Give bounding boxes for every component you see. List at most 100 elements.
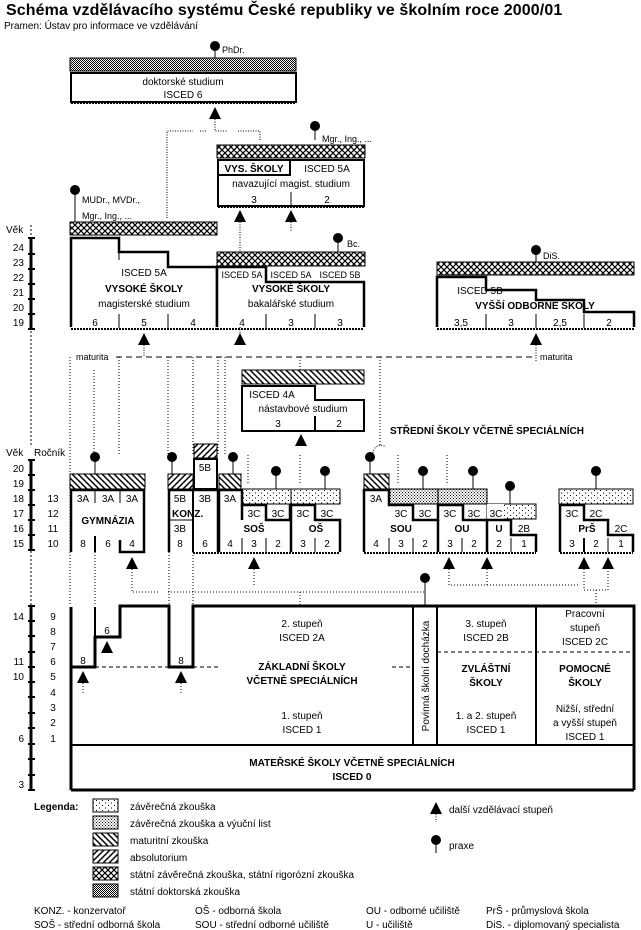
isced-code: 3C [490, 509, 503, 520]
school-name: VČETNĚ SPECIÁLNÍCH [246, 674, 357, 687]
master-study-block: MUDr., MVDr., Mgr., Ing., ... ISCED 5A V… [69, 185, 219, 345]
konzervator-block: 5B 5B 3B KONZ. 3B 8 6 [167, 443, 220, 552]
next-stage-arrow-icon [101, 641, 113, 653]
legend: Legenda: závěrečná zkouška závěrečná zko… [34, 798, 553, 898]
grade-tick: 4 [50, 688, 56, 699]
study-label: nástavbové studium [259, 404, 348, 415]
year-length: 4 [239, 318, 245, 329]
praxe-dot-icon [210, 41, 220, 51]
year-length: 2 [336, 419, 342, 430]
stage-label: 3. stupeň [465, 619, 506, 630]
grade-tick: 2 [50, 718, 56, 729]
school-name: ŠKOLY [568, 676, 602, 689]
praxe-dot-icon [90, 452, 100, 462]
legend-label: závěrečná zkouška a výuční list [130, 819, 271, 830]
school-name: SOŠ [243, 522, 264, 535]
sou-ou-u-block: 3A 3C 3C 3C 3C 3C 2B SOU OU U 4 3 2 3 2 … [362, 452, 538, 569]
study-length: 2 [422, 539, 428, 550]
study-length: 8 [80, 539, 86, 550]
praxe-dot-icon [431, 835, 441, 845]
special-school-block: 3. stupeň ISCED 2B ZVLÁŠTNÍ ŠKOLY 1. a 2… [437, 606, 634, 745]
isced-code: 3A [77, 494, 90, 505]
praxe-dot-icon [333, 233, 343, 243]
school-name: SOU [390, 524, 412, 535]
final-exam-bar [558, 488, 634, 505]
study-length: 2 [496, 539, 502, 550]
degree-label: DiS. [543, 251, 560, 261]
isced-code: 3A [102, 494, 115, 505]
next-stage-arrow-icon [295, 434, 307, 446]
school-name: KONZ. [172, 509, 203, 520]
vos-block: DiS. ISCED 5B VYŠŠÍ ODBORNÉ ŠKOLY 3,5 3 … [435, 245, 636, 345]
entry-grade: 6 [104, 626, 110, 637]
grade-tick: 12 [47, 509, 59, 520]
praxe-dot-icon [228, 452, 238, 462]
age-tick: 14 [13, 612, 25, 623]
praxe-dot-icon [320, 466, 330, 476]
next-stage-arrow-icon [430, 802, 442, 814]
abbreviation: DiS. - diplomovaný specialista [486, 920, 620, 930]
connector-line [166, 119, 261, 218]
secondary-heading: STŘEDNÍ ŠKOLY VČETNĚ SPECIÁLNÍCH [390, 424, 584, 437]
legend-swatch-crosshatch [92, 866, 119, 881]
bachelor-study-block: Bc. ISCED 5A ISCED 5A ISCED 5B VYSOKÉ ŠK… [215, 233, 366, 345]
prs-block: 3C 2C 2C PrŠ 3 2 1 [558, 466, 635, 569]
legend-label: praxe [449, 841, 474, 852]
grade-axis-label: Ročník [34, 448, 66, 459]
next-stage-arrow-icon [602, 557, 614, 569]
age-tick: 21 [13, 288, 25, 299]
year-length: 3 [337, 318, 343, 329]
praxe-dot-icon [365, 452, 375, 462]
isced-code: 3C [248, 509, 261, 520]
maturita-exam-bar [69, 473, 146, 490]
age-axis-upper: Věk 24 23 22 21 20 19 [6, 225, 35, 445]
praxe-dot-icon [531, 245, 541, 255]
isced-code: 3B [199, 494, 212, 505]
abbreviation: OŠ - odborná škola [195, 904, 282, 917]
isced-label: ISCED 2A [279, 633, 325, 644]
school-name: PrŠ [578, 522, 596, 535]
study-length: 1 [618, 539, 624, 550]
study-length: 3 [569, 539, 575, 550]
gymnazia-block: 3A 3A 3A GYMNÁZIA 8 6 4 [69, 452, 146, 569]
age-tick: 18 [13, 494, 25, 505]
isced-label: ISCED 4A [249, 390, 295, 401]
isced-code: 3A [370, 494, 383, 505]
state-exam-bar [216, 251, 366, 267]
maturita-exam-bar [241, 369, 365, 385]
maturita-label: maturita [540, 352, 573, 362]
age-tick: 20 [13, 464, 25, 475]
age-tick: 24 [13, 243, 25, 254]
praxe-dot-icon [418, 466, 428, 476]
age-tick: 16 [13, 524, 25, 535]
study-length: 4 [129, 539, 135, 550]
study-length: 2 [324, 539, 330, 550]
entry-grade: 8 [178, 656, 184, 667]
year-length: 2 [324, 195, 330, 206]
age-tick: 15 [13, 539, 25, 550]
age-tick: 3 [18, 780, 24, 791]
age-tick: 6 [18, 734, 24, 745]
next-stage-arrow-icon [285, 210, 297, 222]
degree-label: Mgr., Ing., ... [82, 211, 132, 221]
study-length: 4 [373, 539, 379, 550]
abbreviation: OU - odborné učiliště [366, 906, 460, 917]
year-length: 6 [92, 318, 98, 329]
stage-label: Pracovní [565, 609, 605, 620]
grade-tick: 10 [47, 539, 59, 550]
legend-swatch-forward-diagonal [92, 849, 119, 864]
stage-label: stupeň [570, 623, 600, 634]
legend-title: Legenda: [34, 802, 78, 813]
isced-code: 5B [174, 494, 187, 505]
next-stage-arrow-icon [175, 671, 187, 683]
legend-swatch-dense-dots [92, 815, 119, 830]
study-length: 2 [275, 539, 281, 550]
maturita-exam-bar [218, 473, 242, 490]
grade-tick: 1 [50, 734, 56, 745]
age-tick: 19 [13, 479, 25, 490]
study-length: 4 [227, 539, 233, 550]
isced-code: 3C [468, 509, 481, 520]
isced-label: ISCED 1 [283, 725, 322, 736]
school-name: GYMNÁZIA [81, 514, 134, 527]
follow-up-study-block: ISCED 4A nástavbové studium 3 2 [241, 369, 365, 446]
